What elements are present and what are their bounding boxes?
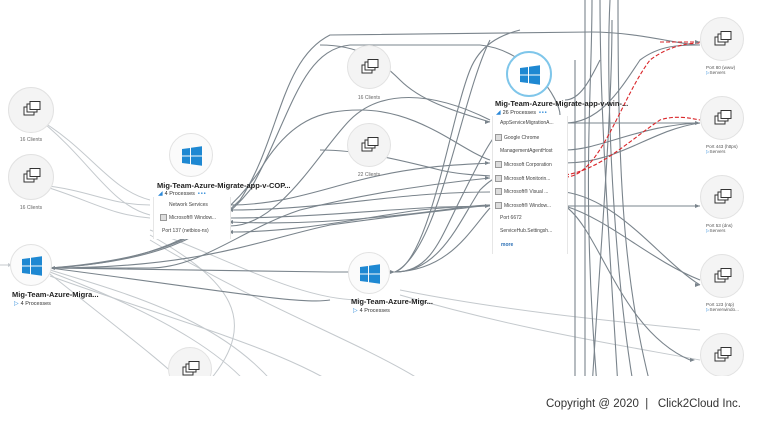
process-item[interactable]: ManagementAgentHost — [500, 148, 553, 154]
selected-server-node[interactable] — [506, 51, 552, 97]
processes-toggle[interactable]: ▷4 Processes — [353, 308, 390, 314]
server-machines-icon — [714, 268, 732, 283]
client-count-label: 16 Clients — [357, 95, 381, 101]
mid-server-node[interactable] — [348, 252, 390, 294]
expand-arrow-icon: ▷ — [353, 308, 358, 314]
server-title[interactable]: Mig-Team-Azure-Migrate-app-v-COP... — [157, 181, 291, 190]
more-options-icon[interactable]: ••• — [197, 191, 207, 197]
mid-client-group-1[interactable] — [347, 45, 391, 89]
server-machines-icon — [714, 347, 732, 362]
processes-toggle[interactable]: ◢26 Processes••• — [496, 110, 548, 116]
windows-icon — [520, 65, 540, 85]
more-options-icon[interactable]: ••• — [538, 110, 548, 116]
port-label: Port 123 (ntp)▷Serverwindo... — [706, 302, 739, 312]
port-node-53[interactable] — [700, 175, 744, 219]
collapse-arrow-icon: ◢ — [496, 110, 501, 116]
process-item[interactable]: AppServiceMigrationA... — [500, 120, 554, 126]
port-label: Port 443 (https)▷Servers — [706, 144, 738, 154]
client-machines-icon — [361, 59, 379, 74]
client-count-label: 16 Clients — [19, 137, 43, 143]
expand-arrow-icon: ▷ — [14, 301, 19, 307]
process-list: AppServiceMigrationA... Google Chrome Ma… — [492, 116, 568, 254]
process-item[interactable]: Microsoft® Window... — [160, 214, 216, 221]
process-item[interactable]: Port 137 (netbios-ns) — [162, 228, 209, 234]
process-item[interactable]: Microsoft® Visual ... — [495, 188, 548, 195]
checkbox-icon — [495, 202, 502, 209]
process-list: Network Services Microsoft® Window... Po… — [153, 197, 231, 239]
checkbox-icon — [495, 134, 502, 141]
server-title[interactable]: Mig-Team-Azure-Migra... — [12, 290, 99, 299]
checkbox-icon — [495, 161, 502, 168]
footer-band — [0, 376, 757, 421]
port-label: Port 80 (www)▷Servers — [706, 65, 736, 75]
left-server-node[interactable] — [10, 244, 52, 286]
server-title[interactable]: Mig-Team-Azure-Migr... — [351, 297, 433, 306]
checkbox-icon — [495, 188, 502, 195]
checkbox-icon — [160, 214, 167, 221]
app-server-1-node[interactable] — [169, 133, 213, 177]
port-node-123[interactable] — [700, 254, 744, 298]
mid-client-group-2[interactable] — [347, 123, 391, 167]
left-client-group-2[interactable] — [8, 154, 54, 200]
process-item[interactable]: ServiceHub.Settingsh... — [500, 228, 553, 234]
processes-toggle[interactable]: ▷4 Processes — [14, 301, 51, 307]
windows-icon — [360, 264, 380, 284]
windows-icon — [22, 256, 42, 276]
client-count-label: 22 Clients — [357, 172, 381, 178]
client-machines-icon — [23, 101, 41, 116]
process-item[interactable]: Google Chrome — [495, 134, 539, 141]
checkbox-icon — [495, 175, 502, 182]
copyright-text: Copyright @ 2020 | Click2Cloud Inc. — [546, 398, 741, 410]
client-machines-icon — [182, 361, 200, 376]
process-item[interactable]: Network Services — [169, 201, 208, 208]
server-machines-icon — [714, 189, 732, 204]
client-machines-icon — [361, 137, 379, 152]
port-node-80[interactable] — [700, 17, 744, 61]
left-client-group-1[interactable] — [8, 87, 54, 133]
process-item[interactable]: Microsoft Monitorin... — [495, 175, 550, 182]
more-link[interactable]: more — [501, 242, 514, 248]
collapse-arrow-icon: ◢ — [158, 191, 163, 197]
port-label: Port 53 (dns)▷Servers — [706, 223, 733, 233]
port-node-443[interactable] — [700, 96, 744, 140]
server-title[interactable]: Mig-Team-Azure-Migrate-app-v-win-... — [495, 99, 629, 108]
client-count-label: 16 Clients — [19, 205, 43, 211]
windows-icon — [182, 146, 202, 166]
client-machines-icon — [23, 168, 41, 183]
process-item[interactable]: Port 6672 — [500, 215, 522, 221]
process-item[interactable]: Microsoft Corporation — [495, 161, 552, 168]
server-machines-icon — [714, 110, 732, 125]
processes-toggle[interactable]: ◢4 Processes••• — [158, 191, 207, 197]
server-machines-icon — [714, 31, 732, 46]
process-item[interactable]: Microsoft® Window... — [495, 202, 551, 209]
port-node-5[interactable] — [700, 333, 744, 377]
